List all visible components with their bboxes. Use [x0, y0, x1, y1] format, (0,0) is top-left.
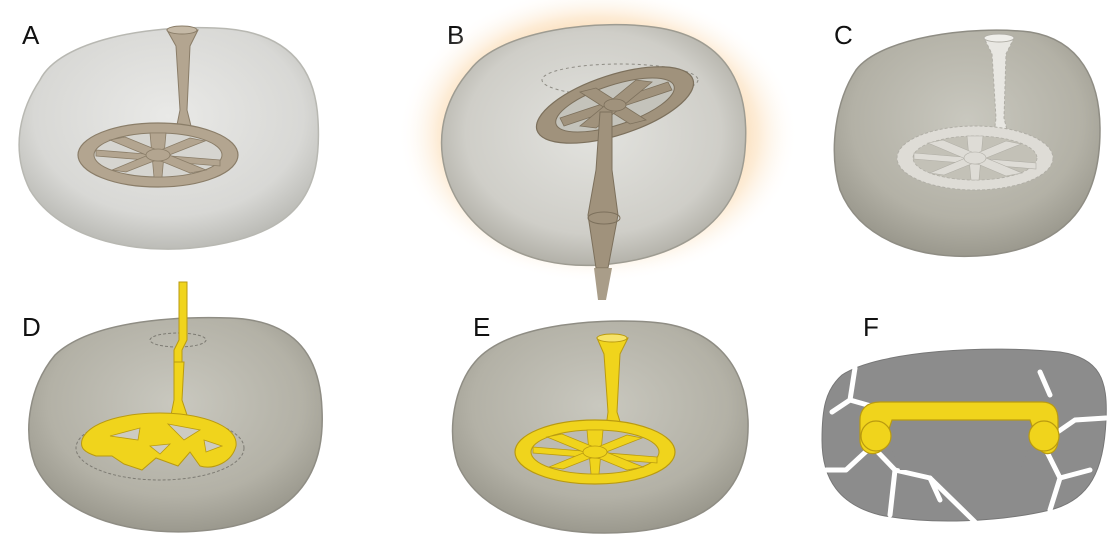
- panel-c-empty-mold-cavity: [834, 30, 1100, 256]
- panel-e-metal-filled-mold: [453, 321, 748, 533]
- panel-d-pouring-molten-metal: [29, 282, 322, 532]
- panel-b-mold-heated-wax-melting: [398, 0, 798, 300]
- panel-a-wax-model-in-mold: [19, 26, 318, 249]
- panel-f-broken-mold-cross-section: [822, 349, 1106, 522]
